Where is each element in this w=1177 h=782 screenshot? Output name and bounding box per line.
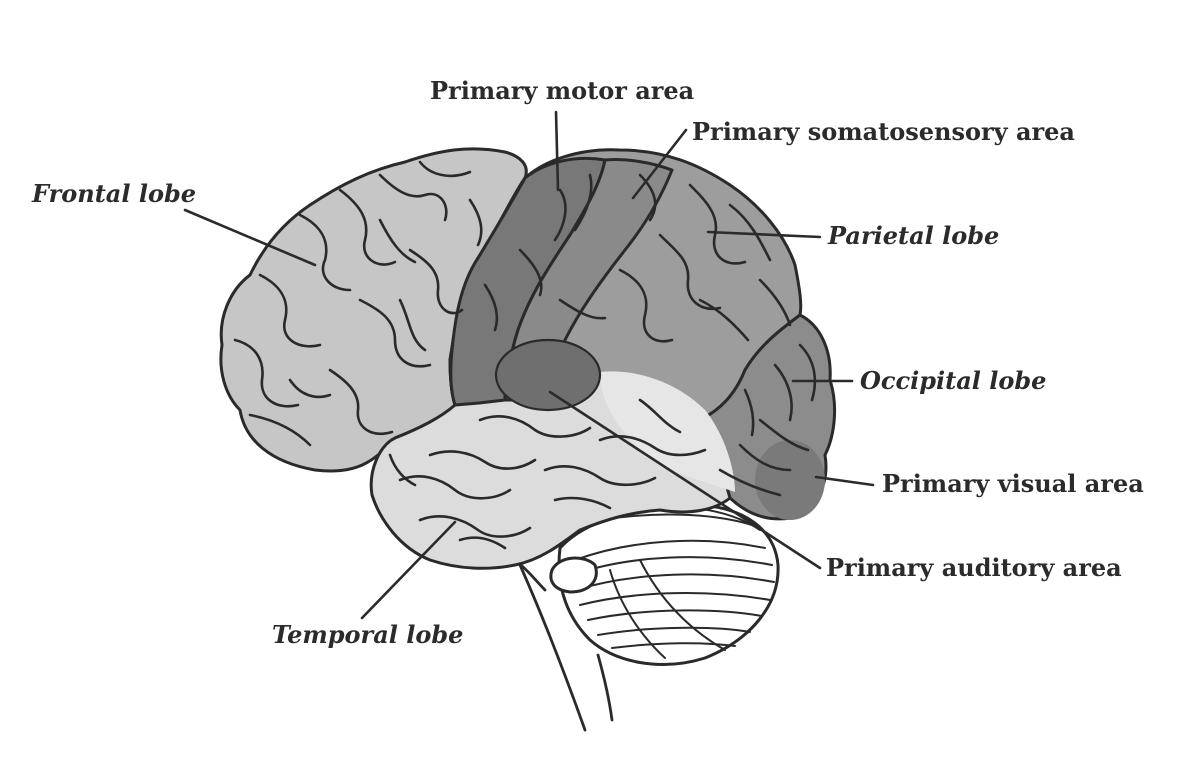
label-primary-auditory-area: Primary auditory area: [826, 553, 1122, 582]
label-occipital-lobe: Occipital lobe: [860, 366, 1046, 395]
primary-visual-area-region: [755, 440, 825, 520]
label-temporal-lobe: Temporal lobe: [272, 620, 463, 649]
label-frontal-lobe: Frontal lobe: [31, 179, 196, 208]
label-primary-visual-area: Primary visual area: [882, 469, 1144, 498]
label-primary-motor-area: Primary motor area: [430, 76, 694, 105]
label-parietal-lobe: Parietal lobe: [827, 221, 999, 250]
label-primary-somatosensory-area: Primary somatosensory area: [692, 117, 1075, 146]
primary-auditory-area-region: [496, 340, 600, 410]
